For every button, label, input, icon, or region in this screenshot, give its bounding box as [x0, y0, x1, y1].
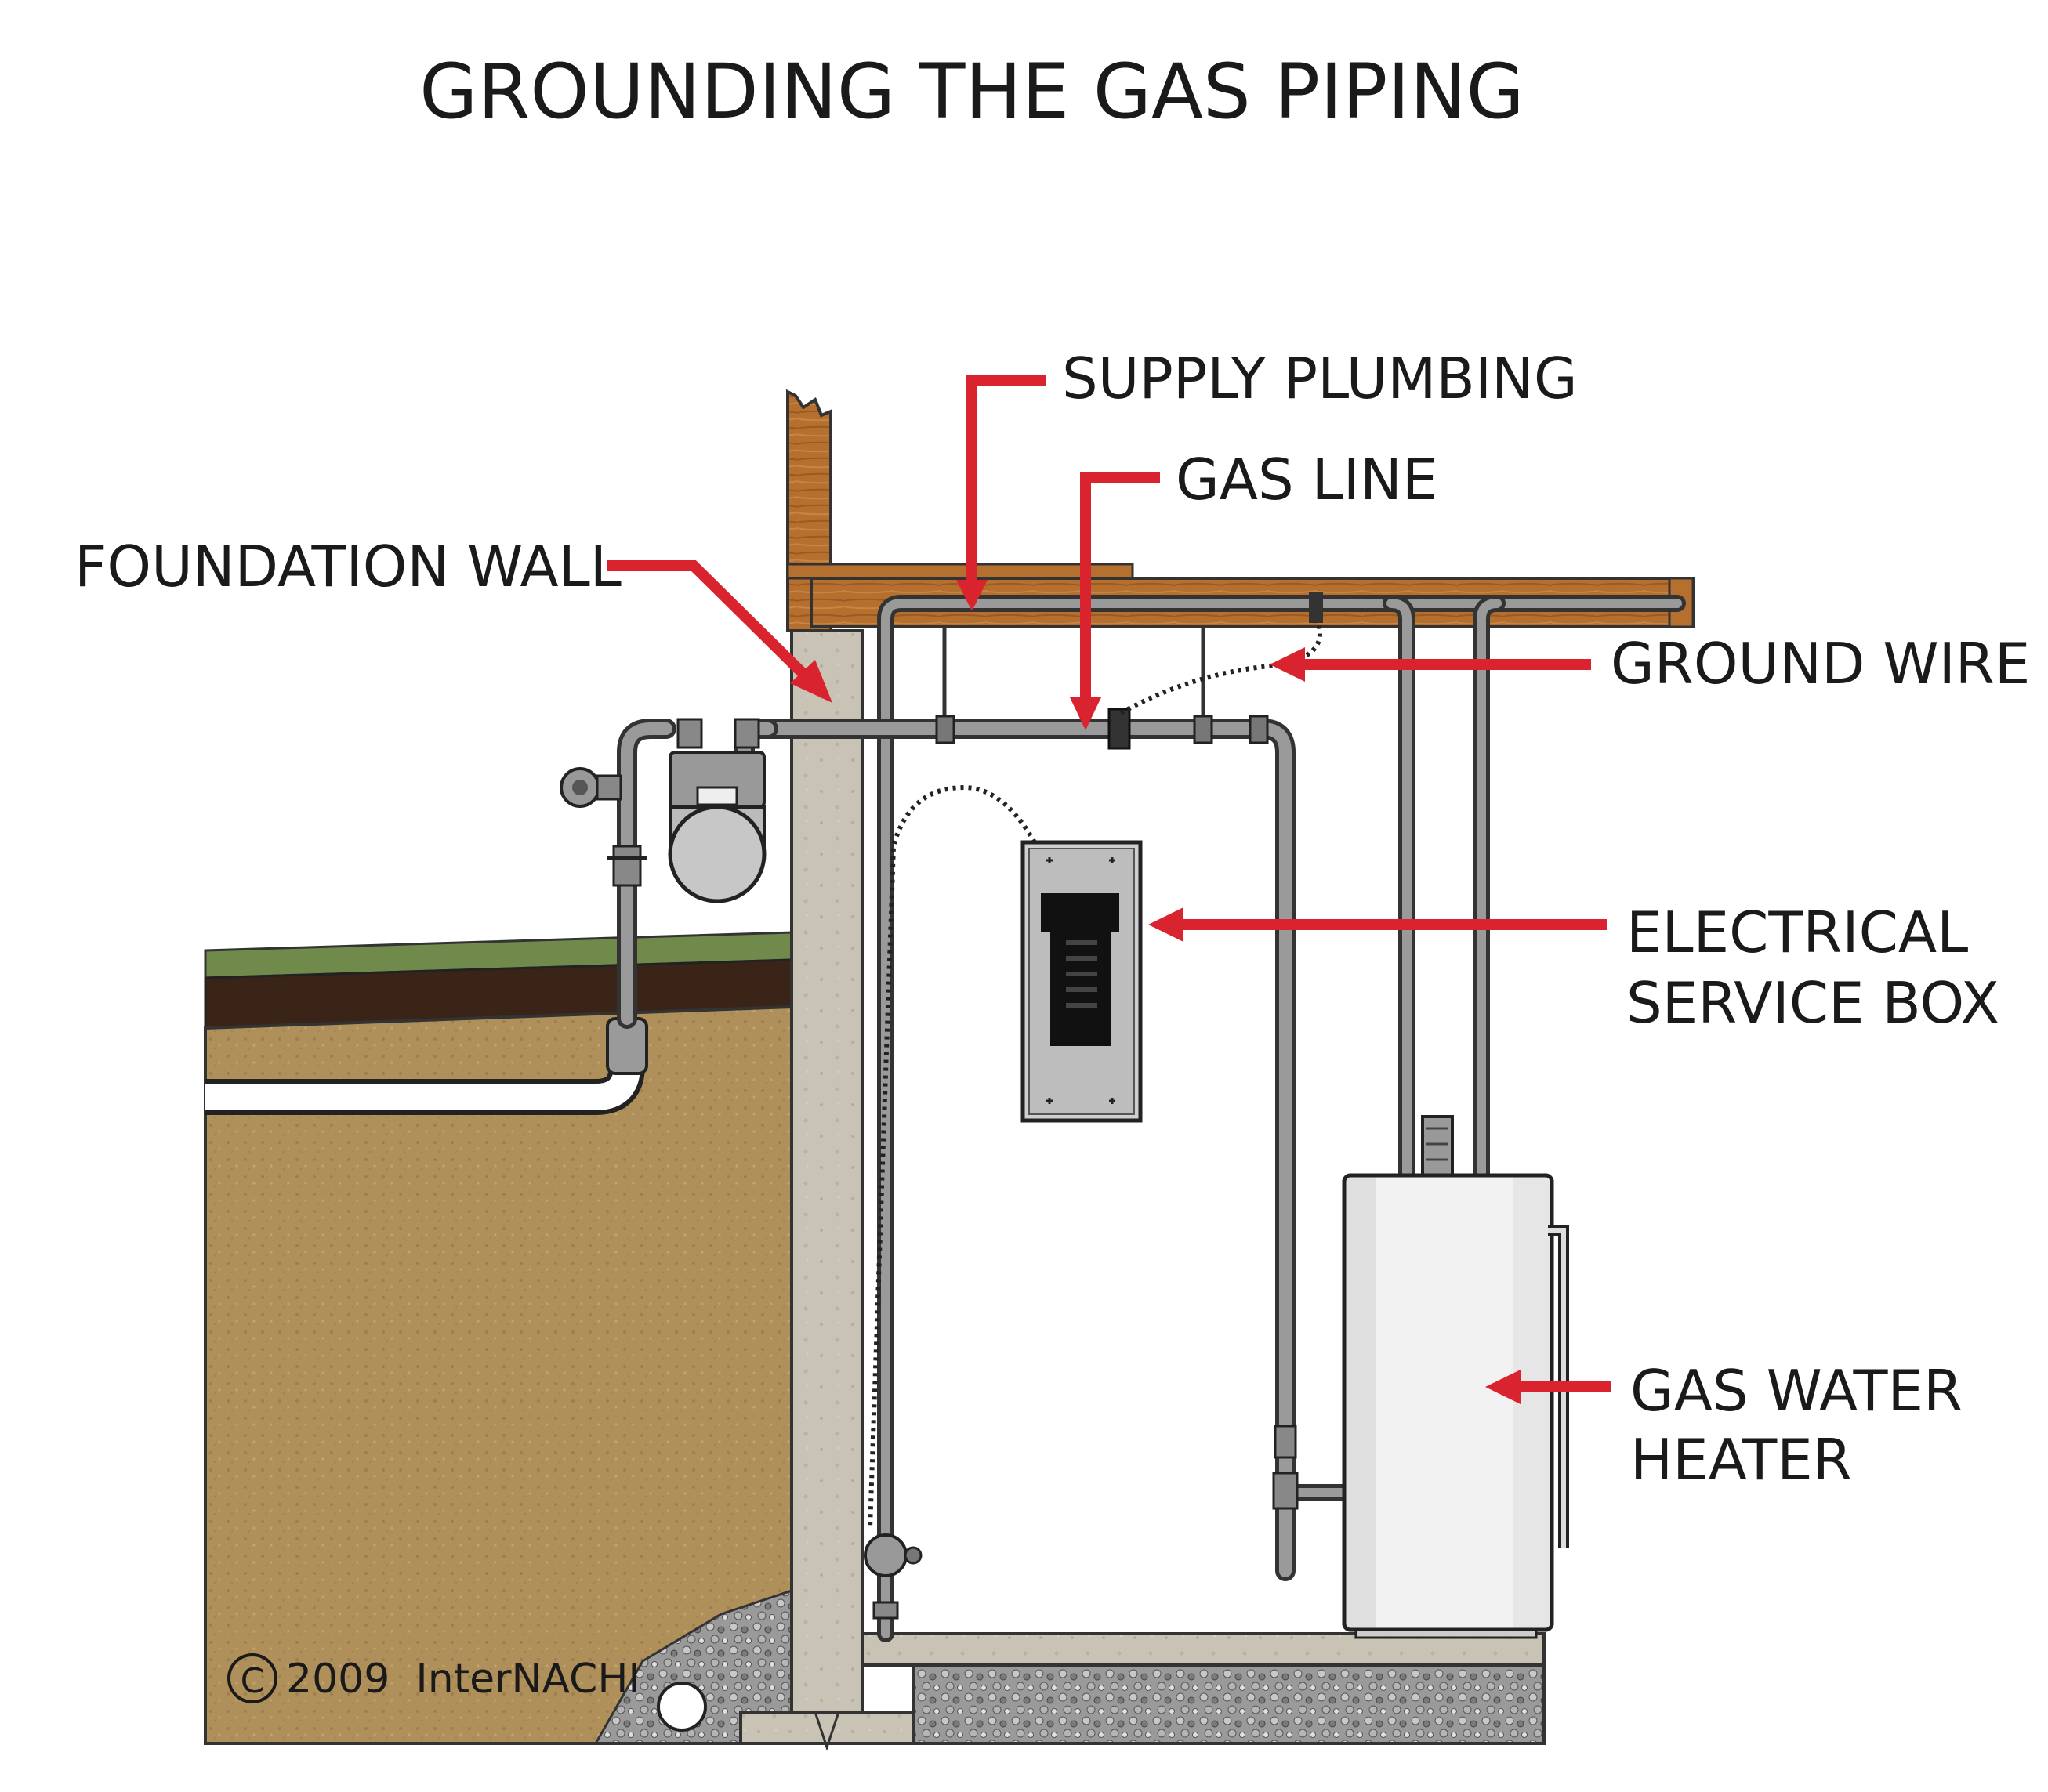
ground-wires: [868, 592, 1323, 1529]
foundation-structure: [739, 389, 1695, 1751]
drain-tile: [657, 1682, 707, 1732]
gas-water-heater: [1342, 1115, 1569, 1639]
gas-meter-assembly: [560, 718, 778, 1029]
label-foundation-wall: FOUNDATION WALL: [74, 534, 622, 599]
foundation-wall-arrow: [607, 560, 815, 686]
gas-meter-drum: [668, 805, 767, 903]
label-arrows: [607, 375, 1611, 1404]
gas-line-arrow: [1080, 472, 1160, 705]
electrical-service-box: [1020, 840, 1143, 1123]
label-electrical-service-box-line2: SERVICE BOX: [1626, 970, 1999, 1036]
copyright-symbol: C: [241, 1661, 265, 1701]
supply-plumbing-arrow: [966, 375, 1046, 588]
supply-plumbing-pipes: [877, 595, 1686, 1642]
ground-wire-gas: [1119, 617, 1322, 715]
label-gas-line: GAS LINE: [1176, 447, 1437, 512]
label-gas-water-heater-line2: HEATER: [1630, 1427, 1852, 1493]
gravel-under-slab: [912, 1663, 1546, 1745]
labels: SUPPLY PLUMBING GAS LINE FOUNDATION WALL…: [74, 346, 2030, 1493]
diagram-title: GROUNDING THE GAS PIPING: [419, 48, 1524, 136]
label-supply-plumbing: SUPPLY PLUMBING: [1062, 346, 1578, 411]
footing: [739, 1711, 915, 1745]
exterior-ground: [204, 931, 793, 1745]
meter-shutoff-valve: [612, 845, 642, 887]
main-water-valve: [864, 1533, 923, 1620]
label-ground-wire: GROUND WIRE: [1611, 631, 2030, 697]
copyright-notice: C 2009 InterNACHI: [227, 1653, 640, 1703]
ground-wire-electrical: [868, 784, 1037, 1529]
label-electrical-service-box-line1: ELECTRICAL: [1626, 900, 1968, 965]
label-gas-water-heater-line1: GAS WATER: [1630, 1358, 1963, 1424]
foundation-wall: [790, 629, 864, 1714]
breaker-panel: [1050, 921, 1111, 1046]
copyright-text: 2009 InterNACHI: [286, 1656, 640, 1703]
ground-clamp: [1107, 708, 1131, 750]
gas-meter-dial: [696, 786, 738, 806]
